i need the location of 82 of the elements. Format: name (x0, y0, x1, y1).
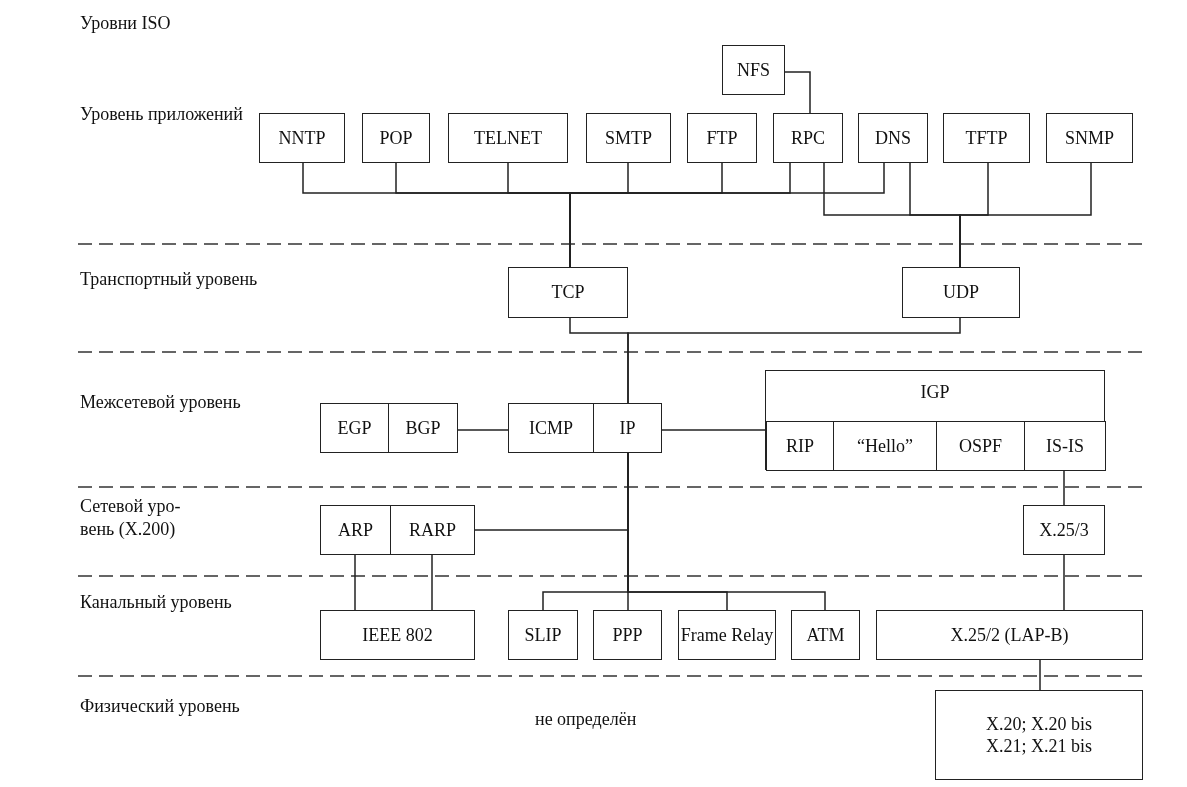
protocol-name: RPC (791, 126, 825, 150)
protocol-name: Frame Relay (680, 623, 774, 647)
protocol-box (1024, 421, 1106, 471)
note-text: не определён (535, 708, 638, 731)
layer-label: Транспортный уровень (80, 268, 259, 291)
protocol-name: RIP (786, 434, 814, 458)
protocol-name: TFTP (965, 126, 1008, 150)
protocol-name: EGP (337, 416, 372, 440)
protocol-box (320, 403, 389, 453)
protocol-name: SMTP (605, 126, 652, 150)
protocol-box (388, 403, 458, 453)
protocol-name: IEEE 802 (362, 623, 433, 647)
protocol-name: X.21; X.21 bis (986, 735, 1092, 758)
protocol-name: X.20; X.20 bis (986, 712, 1092, 735)
protocol-name: DNS (875, 126, 911, 150)
protocol-box (766, 421, 834, 471)
protocol-name: NFS (737, 58, 770, 82)
protocol-name: PPP (612, 623, 643, 647)
protocol-name: OSPF (959, 434, 1002, 458)
protocol-box (508, 267, 628, 318)
connector-line (784, 71, 811, 114)
protocol-box (508, 610, 578, 660)
connector-line (1039, 659, 1041, 691)
protocol-box (448, 113, 568, 163)
protocol-name: “Hello” (857, 434, 913, 458)
connector-line (431, 554, 433, 611)
connector-line (1063, 469, 1065, 506)
protocol-box (833, 421, 937, 471)
protocol-box (773, 113, 843, 163)
protocol-box (722, 45, 785, 95)
connector-line (354, 554, 356, 611)
protocol-name: ARP (338, 518, 373, 542)
protocol-group-box (765, 370, 1105, 470)
connector-line (661, 429, 766, 431)
protocol-box (876, 610, 1143, 660)
protocol-name: TELNET (474, 126, 542, 150)
protocol-box (586, 113, 671, 163)
layer-label: Канальный уровень (80, 591, 233, 614)
connector-line (627, 452, 826, 611)
layer-label: Уровень приложений (80, 103, 244, 126)
connector-line (457, 429, 509, 431)
protocol-name: ATM (806, 623, 845, 647)
protocol-box (593, 610, 662, 660)
layer-label: Сетевой уро- вень (X.200) (80, 495, 182, 542)
protocol-name: TCP (551, 281, 585, 304)
protocol-box (902, 267, 1020, 318)
protocol-name: BGP (405, 416, 441, 440)
protocol-box (362, 113, 430, 163)
protocol-name: RARP (409, 518, 456, 542)
protocol-box (678, 610, 776, 660)
protocol-box (858, 113, 928, 163)
protocol-name: SNMP (1065, 126, 1114, 150)
protocol-name: UDP (943, 281, 979, 304)
connector-line (1063, 554, 1065, 611)
layer-label: Уровни ISO (80, 12, 172, 35)
protocol-box (1023, 505, 1105, 555)
protocol-box (943, 113, 1030, 163)
connector-line (627, 317, 961, 404)
protocol-name: POP (379, 126, 413, 150)
protocol-box (320, 505, 391, 555)
protocol-box (791, 610, 860, 660)
protocol-name: SLIP (524, 623, 562, 647)
protocol-box (1046, 113, 1133, 163)
protocol-box (320, 610, 475, 660)
connector-line (959, 162, 1092, 268)
protocol-name: IGP (920, 381, 950, 404)
protocol-name: X.25/2 (LAP-B) (950, 623, 1069, 647)
protocol-name: NNTP (278, 126, 326, 150)
protocol-box (593, 403, 662, 453)
protocol-box (687, 113, 757, 163)
protocol-name: IP (619, 416, 636, 440)
protocol-name: FTP (706, 126, 738, 150)
layer-label: Межсетевой уровень (80, 391, 242, 414)
protocol-box (390, 505, 475, 555)
protocol-name: X.25/3 (1039, 518, 1089, 542)
protocol-box (936, 421, 1025, 471)
protocol-name: ICMP (529, 416, 573, 440)
protocol-name: IS-IS (1046, 434, 1084, 458)
layer-label: Физический уровень (80, 695, 241, 718)
protocol-box (259, 113, 345, 163)
protocol-box (508, 403, 594, 453)
protocol-box (935, 690, 1143, 780)
